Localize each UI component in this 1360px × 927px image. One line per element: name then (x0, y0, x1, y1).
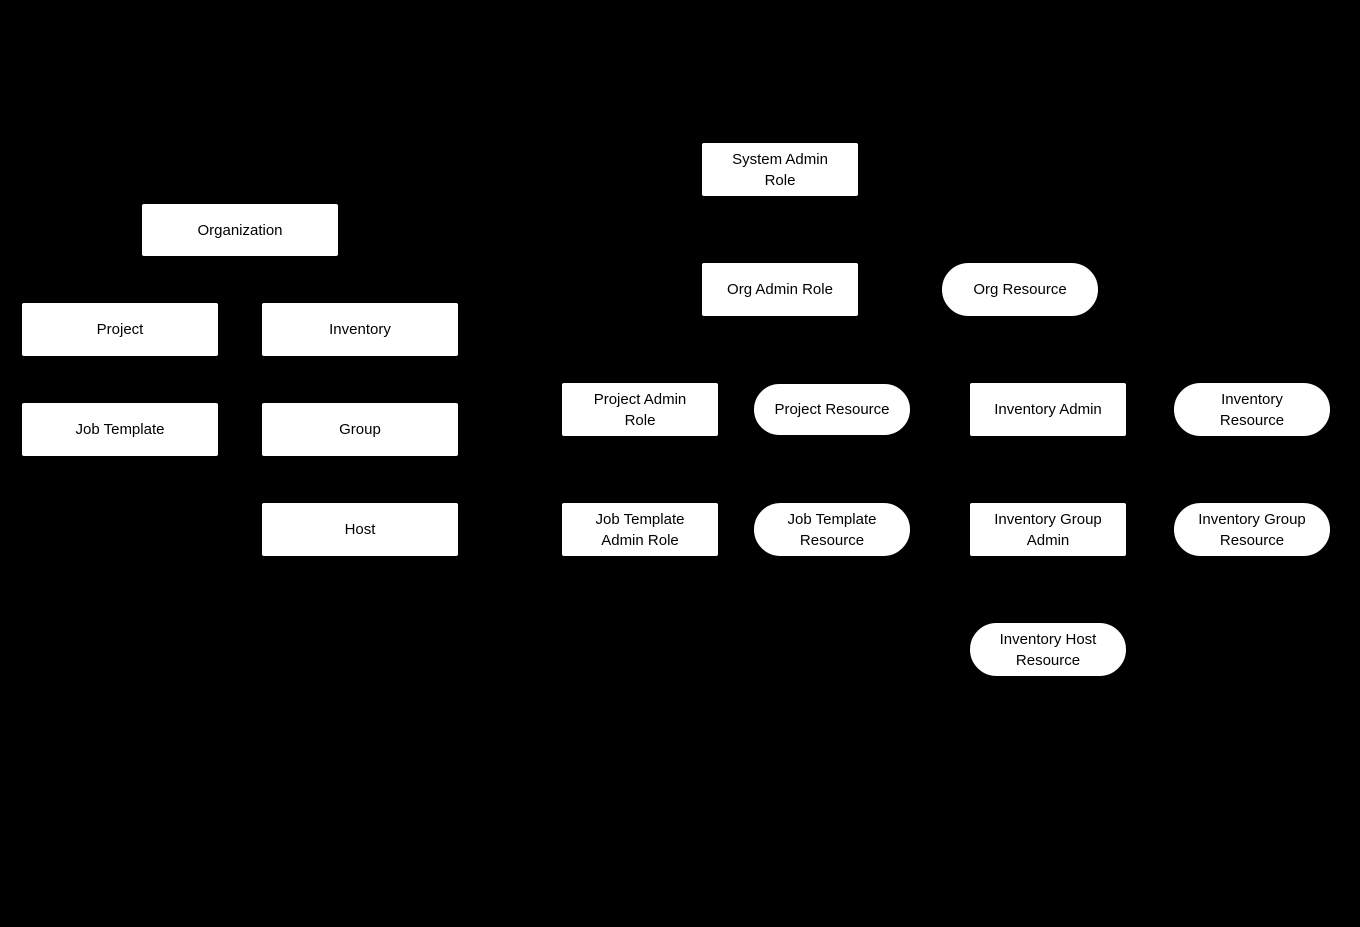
node-label: Organization (197, 221, 283, 239)
node-inventory-group-admin: Inventory Group Admin (969, 502, 1127, 557)
node-project: Project (21, 302, 219, 357)
node-label: Group (339, 421, 381, 438)
node-label: Job Template Admin Role (595, 510, 685, 549)
node-label: Project Admin Role (593, 390, 687, 429)
node-label: Inventory Group Admin (994, 510, 1102, 549)
node-label: Inventory Admin (994, 401, 1102, 418)
node-label: Inventory (329, 321, 391, 338)
node-job-template-admin-role: Job Template Admin Role (561, 502, 719, 557)
node-organization: Organization (141, 203, 339, 257)
node-group: Group (261, 402, 459, 457)
node-org-resource: Org Resource (941, 262, 1099, 317)
node-inventory-resource: Inventory Resource (1173, 382, 1331, 437)
node-label: System Admin Role (732, 150, 828, 189)
node-label: Org Admin Role (727, 281, 833, 298)
node-inventory-host-resource: Inventory Host Resource (969, 622, 1127, 677)
node-inventory-admin: Inventory Admin (969, 382, 1127, 437)
node-label: Inventory Resource (1219, 390, 1285, 429)
node-inventory: Inventory (261, 302, 459, 357)
node-label: Job Template (75, 421, 165, 438)
node-label: Project Resource (774, 401, 890, 418)
node-project-admin-role: Project Admin Role (561, 382, 719, 437)
node-inventory-group-resource: Inventory Group Resource (1173, 502, 1331, 557)
node-project-resource: Project Resource (753, 383, 911, 436)
node-label: Inventory Group Resource (1198, 510, 1306, 549)
node-label: Org Resource (973, 281, 1067, 298)
node-host: Host (261, 502, 459, 557)
node-job-template: Job Template (21, 402, 219, 457)
node-system-admin-role: System Admin Role (701, 142, 859, 197)
node-label: Project (96, 321, 144, 338)
node-label: Inventory Host Resource (999, 630, 1097, 669)
node-org-admin-role: Org Admin Role (701, 262, 859, 317)
node-job-template-resource: Job Template Resource (753, 502, 911, 557)
node-label: Job Template Resource (787, 510, 877, 549)
node-label: Host (344, 521, 376, 538)
